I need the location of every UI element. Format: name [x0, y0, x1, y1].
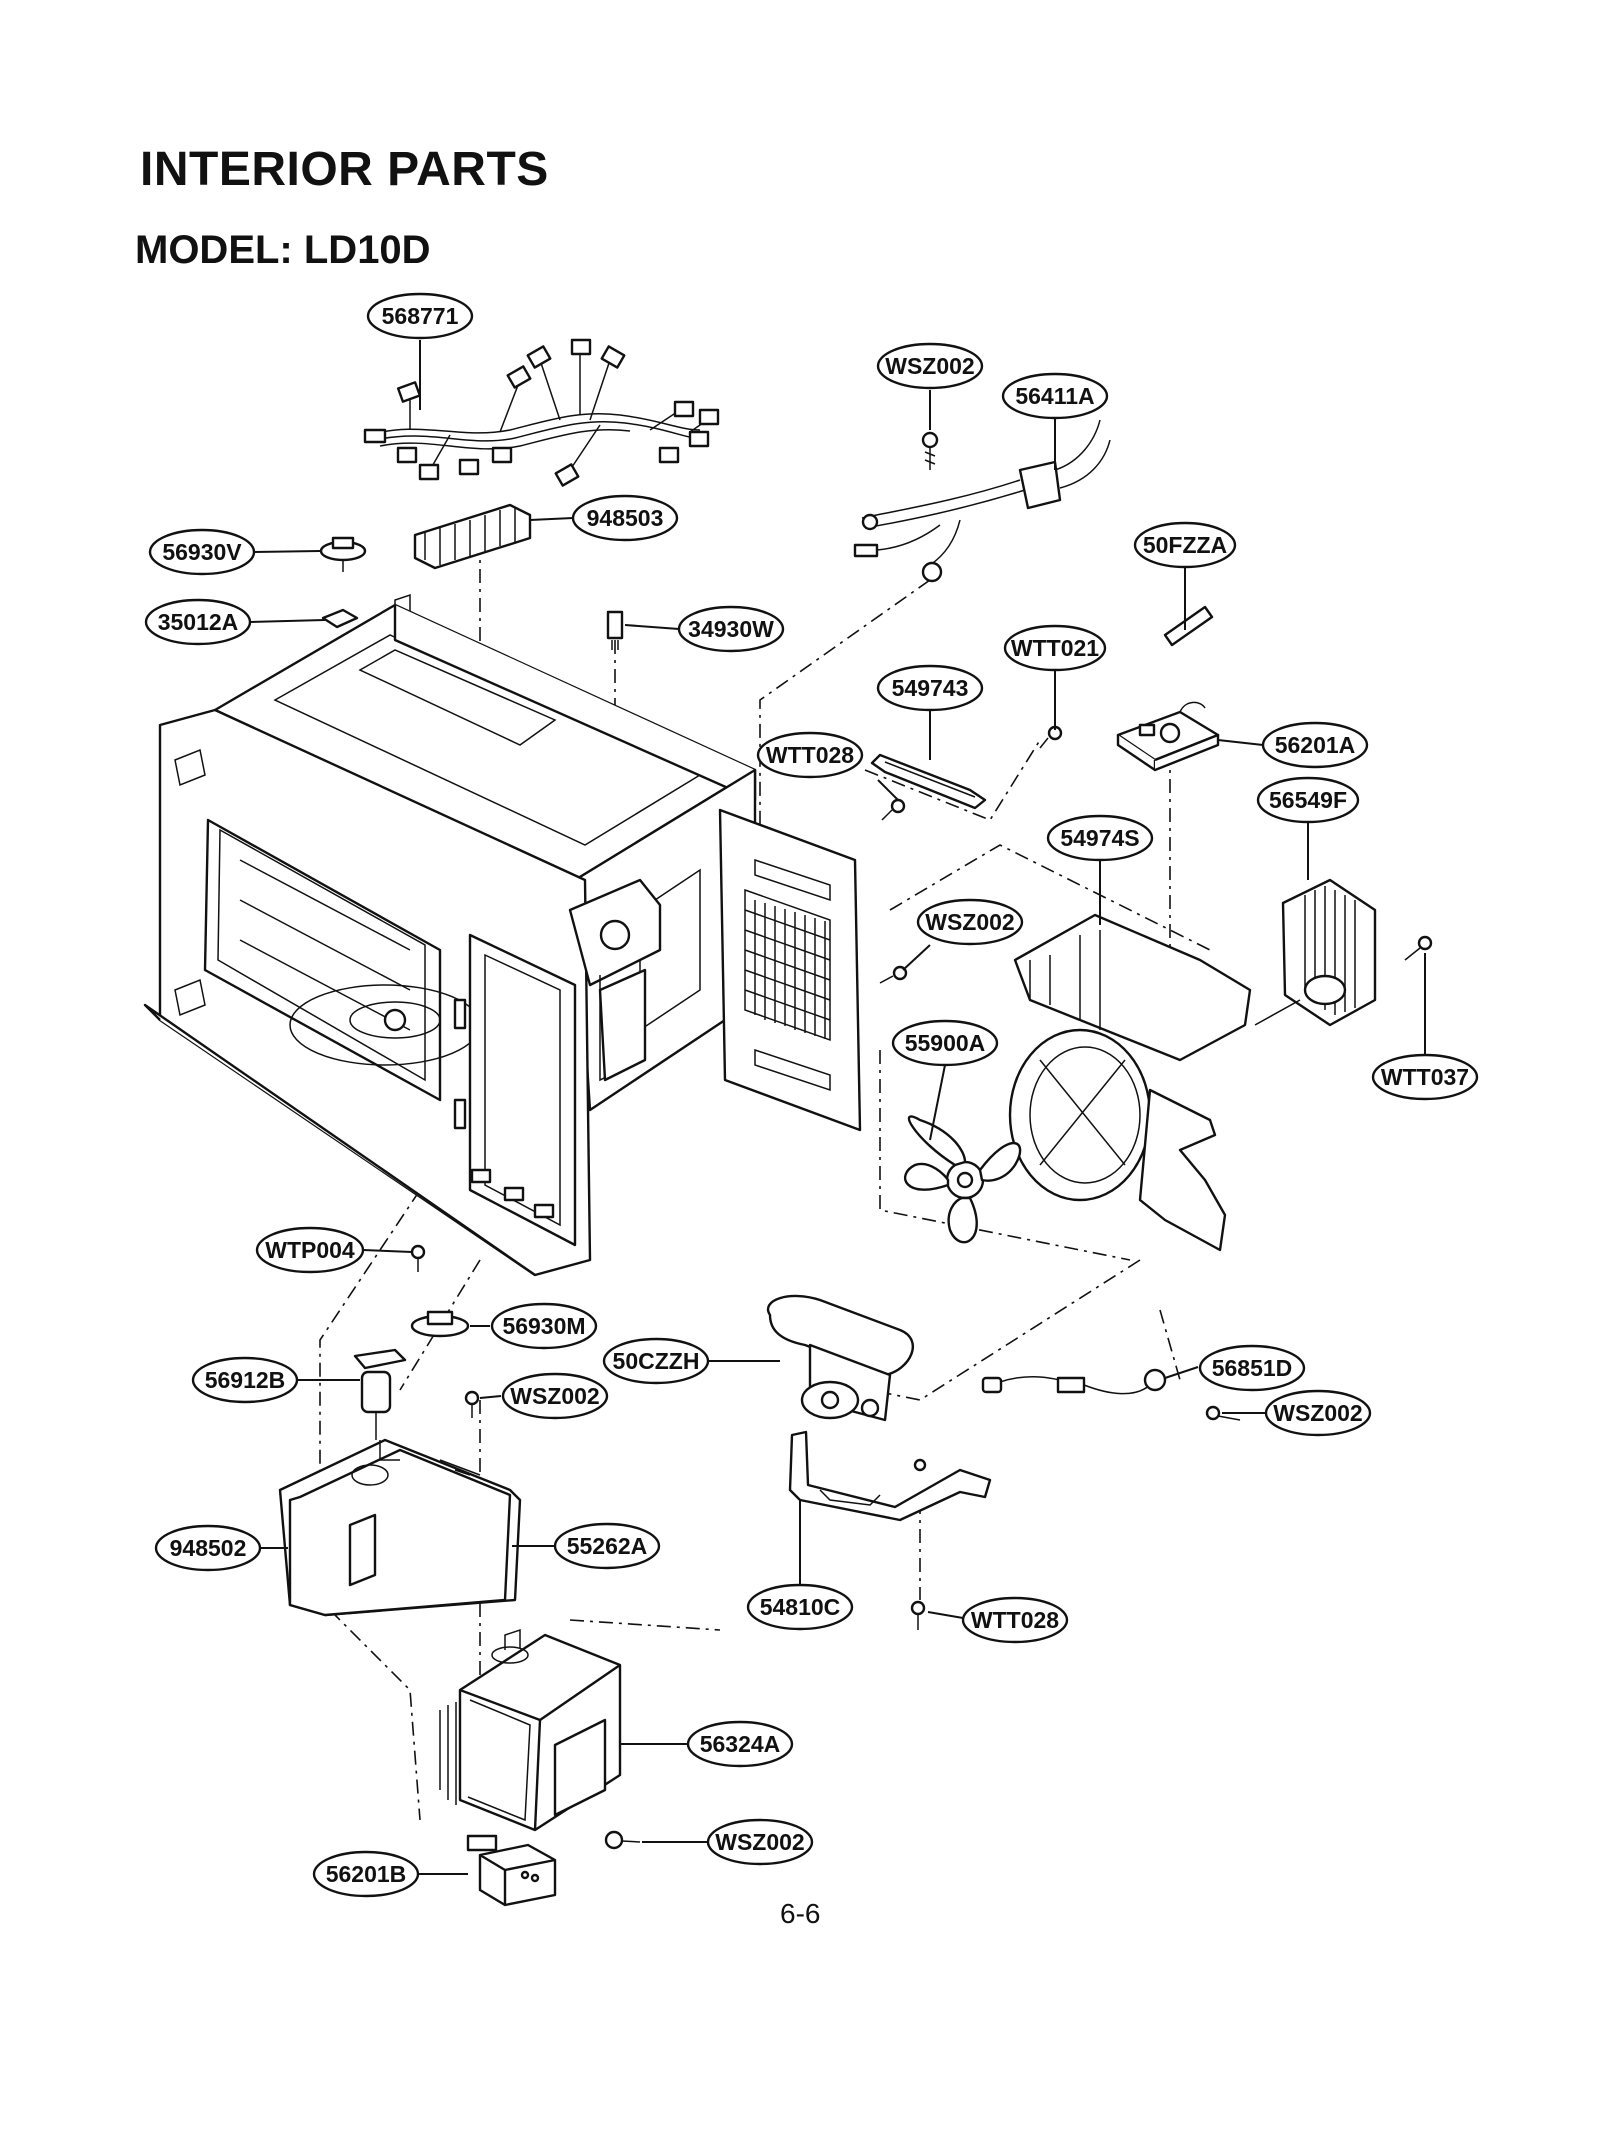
- callout-label: 34930W: [688, 616, 774, 642]
- power-cord-part-56411a: [853, 419, 1111, 583]
- screw-part-wsz002-d: [1205, 1405, 1241, 1421]
- oven-cavity-frame: [143, 593, 862, 1277]
- callout-wsz002-b: WSZ002: [916, 898, 1024, 946]
- callout-wtp004: WTP004: [255, 1226, 365, 1274]
- fuse-part-50fzza: [1163, 605, 1214, 647]
- callout-label: 35012A: [158, 609, 239, 635]
- callout-wsz002-d: WSZ002: [1264, 1389, 1372, 1437]
- callout-label: 50CZZH: [613, 1348, 700, 1374]
- callout-wsz002-a: WSZ002: [876, 342, 984, 390]
- cover-part-948503: [413, 503, 532, 570]
- callout-34930w: 34930W: [677, 605, 785, 653]
- callout-56201a: 56201A: [1261, 721, 1369, 769]
- vent-grid: [744, 900, 831, 1039]
- screw-part-wsz002-c: [464, 1390, 480, 1418]
- callout-55900a: 55900A: [891, 1019, 999, 1067]
- callout-label: WSZ002: [1273, 1400, 1362, 1426]
- callout-label: 568771: [382, 303, 459, 329]
- screw-part-wtt037: [1404, 935, 1433, 961]
- callout-label: 56851D: [1212, 1355, 1293, 1381]
- screw-part-wsz002-b: [879, 965, 908, 984]
- callout-948502: 948502: [154, 1524, 262, 1572]
- fuse-holder-part-56912b: [353, 1348, 407, 1440]
- page-number: 6-6: [780, 1898, 821, 1929]
- magnetron-part-56324a: [439, 1628, 622, 1832]
- callout-wtt028-b: WTT028: [961, 1596, 1069, 1644]
- callout-label: WSZ002: [925, 909, 1014, 935]
- fan-blade-part-55900a: [903, 1115, 1022, 1244]
- callout-948503: 948503: [571, 494, 679, 542]
- callout-label: 56930V: [162, 539, 242, 565]
- thermostat-part-56930v: [319, 536, 367, 572]
- callout-56851d: 56851D: [1198, 1344, 1306, 1392]
- callout-55262a: 55262A: [553, 1522, 661, 1570]
- screw-part-wtt021: [1039, 725, 1063, 749]
- callout-54974s: 54974S: [1046, 814, 1154, 862]
- callout-56411a: 56411A: [1001, 372, 1109, 420]
- page-title: INTERIOR PARTS: [140, 143, 549, 196]
- callout-label: WTT028: [766, 742, 854, 768]
- callout-label: 948503: [587, 505, 664, 531]
- callout-label: WTT021: [1011, 635, 1099, 661]
- callout-wsz002-c: WSZ002: [501, 1372, 609, 1420]
- part-35012a: [321, 608, 359, 629]
- callout-label: 56201A: [1275, 732, 1356, 758]
- callout-54810c: 54810C: [746, 1583, 854, 1631]
- callout-label: 56912B: [205, 1367, 286, 1393]
- transformer-part-56549f: [1254, 878, 1377, 1027]
- callout-label: 56201B: [326, 1861, 407, 1887]
- thermistor-cord-part-56851d: [981, 1368, 1167, 1395]
- callout-568771: 568771: [366, 292, 474, 340]
- screw-part-wtt028-a: [881, 798, 906, 821]
- callout-35012a: 35012A: [144, 598, 252, 646]
- circuit-board-part-56201a: [1116, 701, 1220, 772]
- callout-56549f: 56549F: [1256, 776, 1360, 824]
- callout-label: 54974S: [1060, 825, 1139, 851]
- callout-label: 948502: [170, 1535, 247, 1561]
- callout-label: 56930M: [502, 1313, 585, 1339]
- callout-56930v: 56930V: [148, 528, 256, 576]
- callout-56201b: 56201B: [312, 1850, 420, 1898]
- callout-wsz002-e: WSZ002: [706, 1818, 814, 1866]
- callout-wtt021: WTT021: [1003, 624, 1107, 672]
- callout-label: WSZ002: [885, 353, 974, 379]
- thermostat-part-56930m: [410, 1310, 470, 1338]
- callout-label: 55262A: [567, 1533, 648, 1559]
- callout-label: 54810C: [760, 1594, 841, 1620]
- capacitor-part-50czzh: [766, 1294, 914, 1422]
- screw-part-wsz002-e: [604, 1830, 641, 1850]
- callout-label: WSZ002: [715, 1829, 804, 1855]
- callout-label: WTP004: [265, 1237, 355, 1263]
- callout-label: 56549F: [1269, 787, 1347, 813]
- bracket-part-54810c: [788, 1430, 992, 1522]
- switch-part-34930w: [606, 610, 624, 650]
- noise-filter-part-56201b: [466, 1834, 557, 1907]
- bracket-part-549743: [870, 753, 987, 810]
- hv-transformer-part-55262a: [278, 1438, 522, 1617]
- model-heading: MODEL: LD10D: [135, 228, 431, 272]
- callout-56912b: 56912B: [191, 1356, 299, 1404]
- callout-wtt037: WTT037: [1371, 1053, 1479, 1101]
- wire-harness-part: [363, 338, 720, 487]
- callout-label: WTT028: [971, 1607, 1059, 1633]
- screw-part-wtp004: [410, 1244, 426, 1272]
- callout-label: 56324A: [700, 1731, 781, 1757]
- leader-lines: [249, 340, 1426, 1875]
- assembly-lines: [319, 540, 1211, 1821]
- callout-wtt028-a: WTT028: [756, 731, 864, 779]
- callout-label: 55900A: [905, 1030, 986, 1056]
- fan-duct-part-54974s: [1008, 913, 1252, 1252]
- callout-50czzh: 50CZZH: [602, 1337, 710, 1385]
- callout-56324a: 56324A: [686, 1720, 794, 1768]
- callout-label: 50FZZA: [1143, 532, 1227, 558]
- callout-label: 549743: [892, 675, 969, 701]
- callout-label: WTT037: [1381, 1064, 1469, 1090]
- screw-part-wtt028-b: [910, 1600, 926, 1630]
- callout-549743: 549743: [876, 664, 984, 712]
- callout-56930m: 56930M: [490, 1302, 598, 1350]
- callout-label: WSZ002: [510, 1383, 599, 1409]
- callout-label: 56411A: [1015, 383, 1094, 409]
- callout-50fzza: 50FZZA: [1133, 521, 1237, 569]
